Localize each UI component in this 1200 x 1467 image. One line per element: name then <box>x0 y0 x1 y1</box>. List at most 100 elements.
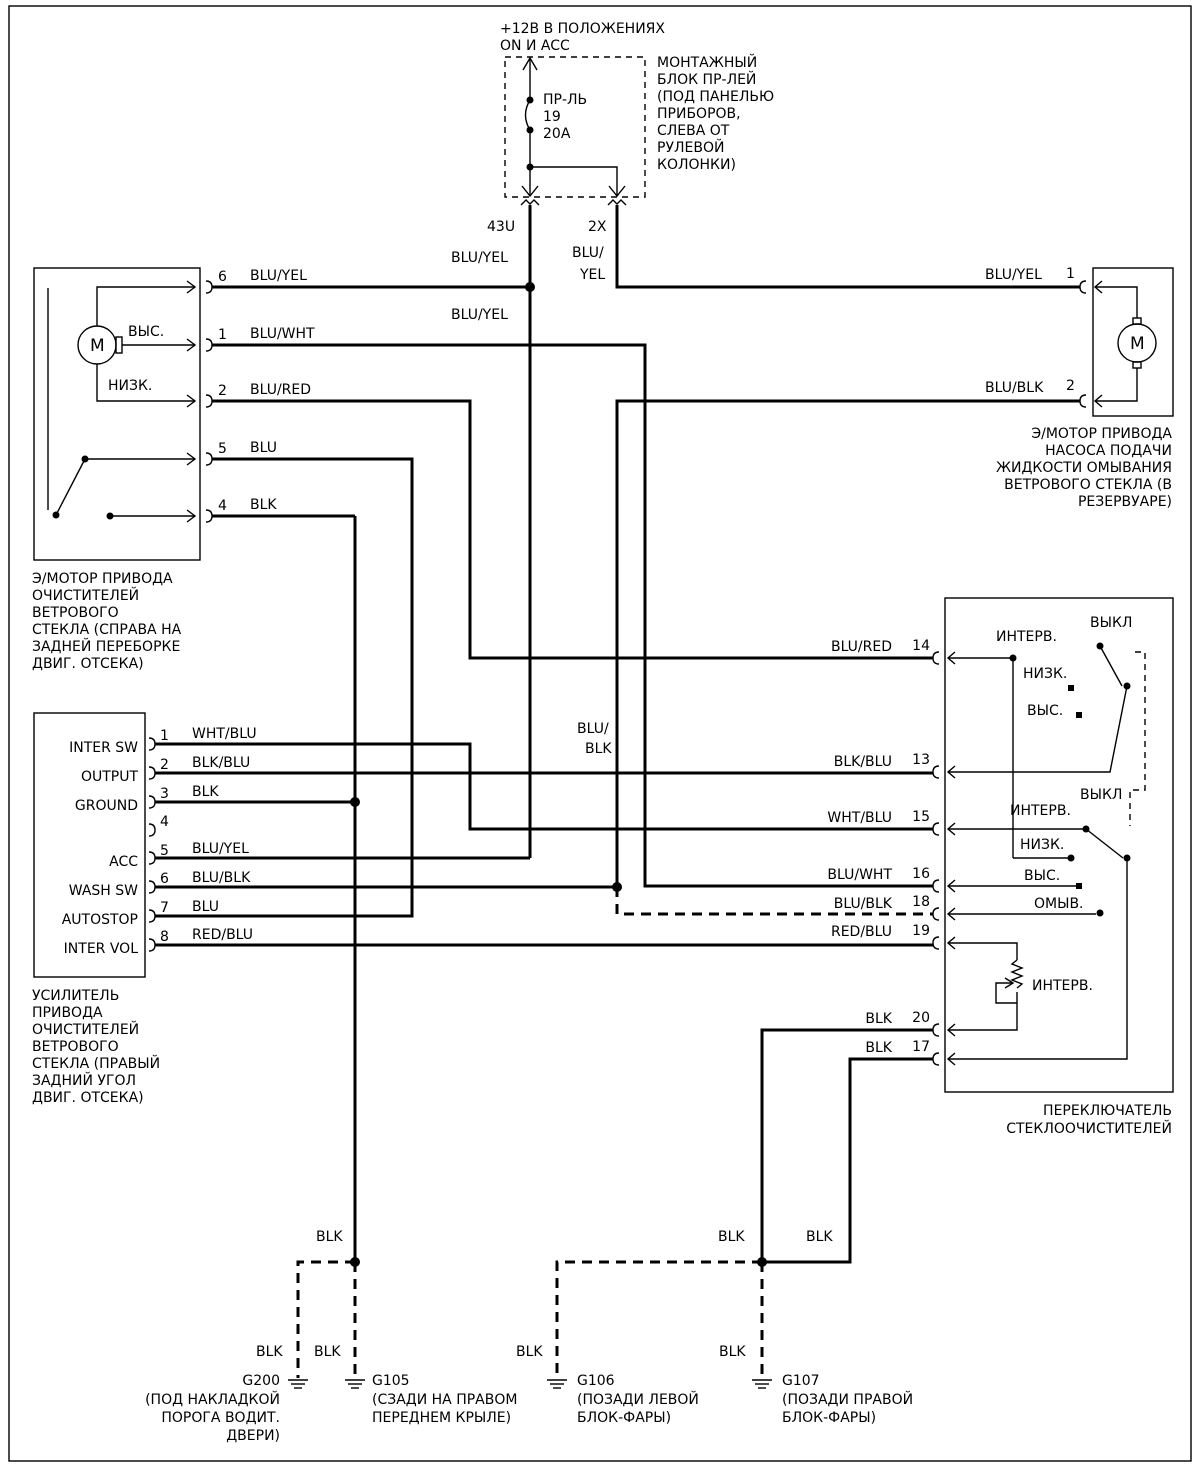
washer-motor-symbol: M <box>1130 334 1145 354</box>
switch-low-2: НИЗК. <box>1020 837 1064 853</box>
fuse-block-desc-4: ПРИБОРОВ, <box>657 106 741 122</box>
fuse-block-desc-7: КОЛОНКИ) <box>657 157 736 173</box>
amplifier-desc-1: УСИЛИТЕЛЬ <box>32 988 119 1004</box>
amp-label-ground: GROUND <box>75 798 138 814</box>
ground-g107-name: G107 <box>782 1373 820 1389</box>
interval-resistor-icon <box>1010 959 1024 989</box>
switch-off-2: ВЫКЛ <box>1080 787 1122 803</box>
switch-wire-red-blu: RED/BLU <box>831 924 892 940</box>
wiper-motor-symbol: M <box>90 336 105 356</box>
switch-wire-wht-blu: WHT/BLU <box>827 810 892 826</box>
wiper-motor-pin-4: 4 <box>218 498 227 514</box>
amplifier-desc-6: ЗАДНИЙ УГОЛ <box>32 1071 136 1089</box>
amp-pin-1: 1 <box>160 728 169 744</box>
fuse-left-arrow-icon <box>521 185 539 198</box>
amp-wire-blk-blu: BLK/BLU <box>192 755 250 771</box>
label-blk-g200: BLK <box>256 1344 283 1360</box>
switch-high-2: ВЫС. <box>1024 868 1060 884</box>
label-blk-top-mid: BLK <box>718 1229 745 1245</box>
switch-pin-17: 17 <box>912 1039 930 1055</box>
fuse-block-desc-6: РУЛЕВОЙ <box>657 138 724 156</box>
wire-label-blu-red: BLU/RED <box>250 382 311 398</box>
vlabel-blu-yel-b: BLU/YEL <box>451 307 508 323</box>
washer-wire-blu-blk: BLU/BLK <box>985 380 1044 396</box>
ground-g105-icon <box>345 1379 365 1389</box>
wiper-motor-pin-1: 1 <box>218 327 227 343</box>
ground-g107-icon <box>752 1379 772 1389</box>
switch-wire-blu-wht: BLU/WHT <box>827 867 892 883</box>
switch-wire-blu-red: BLU/RED <box>831 639 892 655</box>
amp-wire-wht-blu: WHT/BLU <box>192 726 257 742</box>
ground-g106-desc-2: БЛОК-ФАРЫ) <box>577 1410 671 1426</box>
washer-wire-blu-yel: BLU/YEL <box>985 267 1042 283</box>
amp-wire-blk: BLK <box>192 784 219 800</box>
diagram-frame <box>8 5 1192 1462</box>
wiper-switch-desc-2: СТЕКЛООЧИСТИТЕЛЕЙ <box>1006 1119 1172 1137</box>
amp-label-inter-sw: INTER SW <box>69 740 138 756</box>
ground-g106-desc-1: (ПОЗАДИ ЛЕВОЙ <box>577 1390 699 1408</box>
fuse-block-desc-2: БЛОК ПР-ЛЕЙ <box>657 70 756 88</box>
wiper-motor-desc-1: Э/МОТОР ПРИВОДА <box>32 571 173 587</box>
wiper-motor-desc-2: ОЧИСТИТЕЛЕЙ <box>32 586 139 604</box>
ground-g200-desc-2: ПОРОГА ВОДИТ. <box>161 1410 280 1426</box>
fuse-block-desc-5: СЛЕВА ОТ <box>657 123 730 139</box>
amp-wire-blu-blk: BLU/BLK <box>192 870 251 886</box>
switch-int-2: ИНТЕРВ. <box>1010 803 1071 819</box>
amp-label-inter-vol: INTER VOL <box>64 941 139 957</box>
amp-label-acc: ACC <box>109 854 138 870</box>
amplifier-desc-2: ПРИВОДА <box>32 1005 103 1021</box>
washer-motor-desc-5: РЕЗЕРВУАРЕ) <box>1078 494 1172 510</box>
switch-high-1: ВЫС. <box>1027 703 1063 719</box>
splice-blk-ground <box>350 797 360 807</box>
amp-pin-8: 8 <box>160 929 169 945</box>
amp-label-output: OUTPUT <box>81 769 139 785</box>
amplifier-desc-4: ВЕТРОВОГО <box>32 1039 119 1055</box>
fuse-icon <box>524 99 531 131</box>
switch-pin-20: 20 <box>912 1010 930 1026</box>
amp-label-wash-sw: WASH SW <box>69 883 138 899</box>
vlabel-blu-yel-split-1: BLU/ <box>572 245 604 261</box>
wiper-motor-desc-5: ЗАДНЕЙ ПЕРЕБОРКЕ <box>32 637 180 655</box>
ground-g105-desc-1: (СЗАДИ НА ПРАВОМ <box>372 1392 517 1408</box>
washer-motor-desc-2: НАСОСА ПОДАЧИ <box>1045 443 1172 459</box>
label-blk-g107: BLK <box>719 1344 746 1360</box>
ground-g106-name: G106 <box>577 1373 615 1389</box>
ground-section: BLK BLK BLK BLK BLK BLK BLK G200 G105 <box>145 1229 913 1444</box>
amplifier-desc-7: ДВИГ. ОТСЕКА) <box>32 1090 144 1106</box>
label-blk-top-right: BLK <box>806 1229 833 1245</box>
fuse-right-arrow-icon <box>608 185 626 198</box>
washer-motor: M 1 2 BLU/YEL BLU/BLK Э/МОТОР ПРИВОДА НА… <box>985 266 1174 510</box>
splice-blu-yel <box>525 282 535 292</box>
washer-motor-desc-1: Э/МОТОР ПРИВОДА <box>1031 426 1172 442</box>
wire-label-blk: BLK <box>250 497 277 513</box>
fuse-block-desc-3: (ПОД ПАНЕЛЬЮ <box>657 89 774 105</box>
fuse-name: ПР-ЛЬ <box>543 92 587 108</box>
label-blk-top-left: BLK <box>316 1229 343 1245</box>
switch-contact-2-icon <box>1085 828 1124 859</box>
speed-low-label: НИЗК. <box>108 378 152 394</box>
switch-pin-13: 13 <box>912 752 930 768</box>
connector-43u-icon <box>520 199 540 206</box>
wiper-motor-desc-4: СТЕКЛА (СПРАВА НА <box>32 622 182 638</box>
supply-line-1: +12В В ПОЛОЖЕНИЯХ <box>500 21 665 37</box>
washer-motor-desc-4: ВЕТРОВОГО СТЕКЛА (В <box>1004 477 1172 493</box>
switch-pin-15: 15 <box>912 809 930 825</box>
speed-high-label: ВЫС. <box>128 324 164 340</box>
wire-label-blu: BLU <box>250 440 277 456</box>
ground-g107-desc-1: (ПОЗАДИ ПРАВОЙ <box>782 1390 913 1408</box>
amp-pin-3: 3 <box>160 786 169 802</box>
amp-pin-4: 4 <box>160 814 169 830</box>
wiper-motor-desc-3: ВЕТРОВОГО <box>32 605 119 621</box>
amp-pin-6: 6 <box>160 871 169 887</box>
wiper-switch-desc-1: ПЕРЕКЛЮЧАТЕЛЬ <box>1043 1103 1172 1119</box>
wiper-amplifier: INTER SW OUTPUT GROUND ACC WASH SW AUTOS… <box>32 712 257 1106</box>
switch-contact-1-icon <box>1099 645 1123 687</box>
amplifier-desc-5: СТЕКЛА (ПРАВЫЙ <box>32 1054 160 1072</box>
connector-2x-icon <box>607 199 627 206</box>
amp-wire-blu: BLU <box>192 899 219 915</box>
fuse-number: 19 <box>543 109 561 125</box>
washer-motor-pin-2: 2 <box>1066 378 1075 394</box>
switch-wire-blk-17: BLK <box>865 1040 892 1056</box>
switch-off-1: ВЫКЛ <box>1090 615 1132 631</box>
